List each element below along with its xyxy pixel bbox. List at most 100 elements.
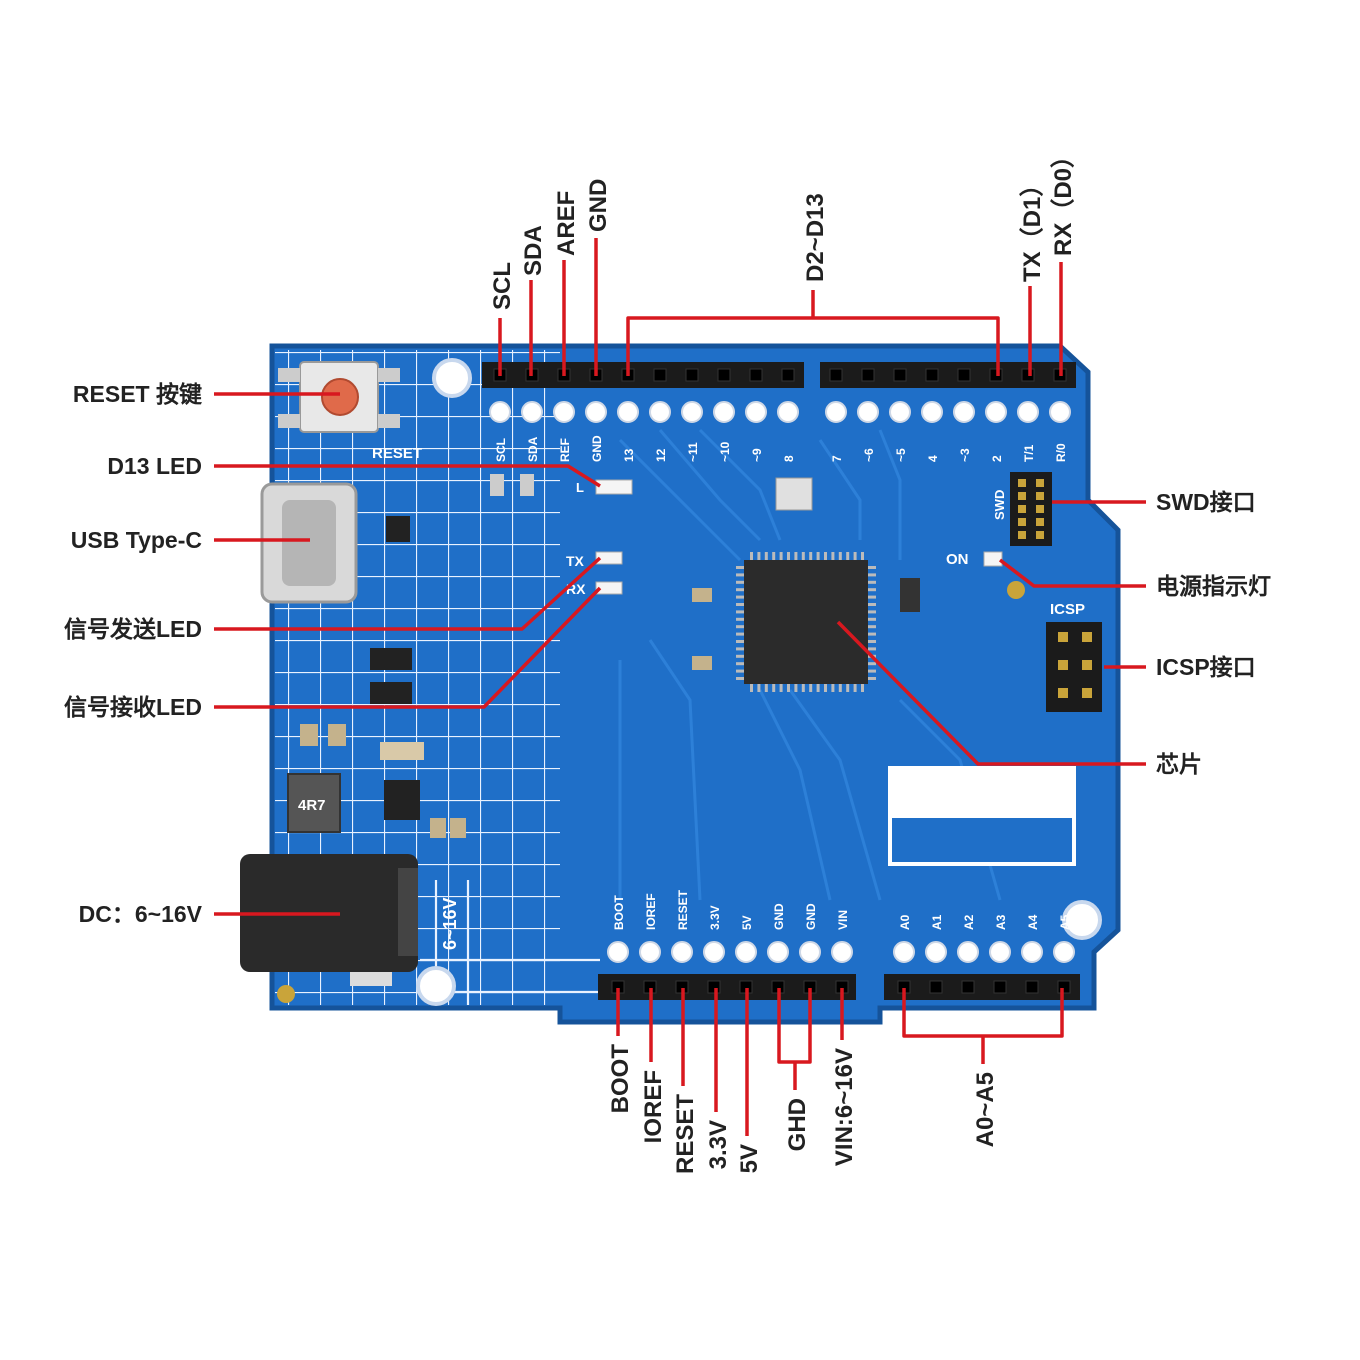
chip-pin <box>772 684 776 692</box>
chip-pin <box>736 647 744 651</box>
silk-reset: RESET <box>372 445 422 462</box>
chip-pin <box>801 552 805 560</box>
pin-silk-label: A4 <box>1026 914 1040 930</box>
label-vin: VIN:6~16V <box>831 1048 858 1166</box>
pin-silk-label: 13 <box>622 448 636 462</box>
pin-silk-label: 4 <box>926 455 940 462</box>
chip-pin <box>816 684 820 692</box>
pin-pad <box>889 401 911 423</box>
pin-pad <box>1021 941 1043 963</box>
pin-pad <box>489 401 511 423</box>
pin-pad <box>799 941 821 963</box>
label-d13-led: D13 LED <box>107 453 202 479</box>
label-ioref: IOREF <box>640 1070 667 1143</box>
chip-pin <box>736 677 744 680</box>
chip-pin <box>757 684 761 692</box>
chip-pin <box>736 588 744 592</box>
mount-hole <box>1007 581 1025 599</box>
reset-button[interactable] <box>278 361 400 433</box>
pin-silk-label: 5V <box>740 915 754 930</box>
pin-silk-label: A0 <box>898 914 912 930</box>
chip-pin <box>772 552 776 560</box>
pin-silk-label: REF <box>558 438 572 462</box>
label-tx-led: 信号发送LED <box>64 616 202 642</box>
chip-pin <box>868 580 876 584</box>
pin-silk-label: ~5 <box>894 448 908 462</box>
pcb-traces <box>618 428 1002 901</box>
swd-pin <box>1036 531 1044 539</box>
chip-pin <box>736 662 744 666</box>
pin-pad <box>521 401 543 423</box>
swd-header <box>1010 472 1052 546</box>
chip-pin <box>787 552 790 560</box>
chip-pin <box>868 677 876 680</box>
header-pin <box>717 368 731 382</box>
top-pads <box>489 401 1071 423</box>
header-top-right <box>820 362 1076 388</box>
pin-silk-label: 8 <box>782 455 796 462</box>
pin-silk-label: RESET <box>676 889 690 930</box>
chip-pin <box>736 566 744 569</box>
pin-silk-label: T/1 <box>1022 444 1036 462</box>
icsp-pin <box>1058 660 1068 670</box>
pin-pad <box>671 941 693 963</box>
chip-pin <box>736 654 744 658</box>
mount-hole <box>1062 900 1102 940</box>
chip-pin <box>816 552 820 560</box>
header-pin <box>781 368 795 382</box>
chip-pin <box>779 552 783 560</box>
chip-pin <box>736 610 744 614</box>
label-5v: 5V <box>736 1144 763 1173</box>
header-bottom-power <box>598 974 856 1000</box>
header-pin <box>829 368 843 382</box>
swd-pin <box>1036 518 1044 526</box>
pin-silk-label: 7 <box>830 455 844 462</box>
chip-pin <box>736 625 744 629</box>
chip-pin <box>853 684 857 692</box>
chip-pin <box>846 552 850 560</box>
label-sda: SDA <box>520 225 547 276</box>
pin-pad <box>1053 941 1075 963</box>
header-pin <box>989 368 1003 382</box>
chip-pin <box>736 632 744 636</box>
silk-l: L <box>576 480 584 495</box>
chip-pin <box>831 684 835 692</box>
label-aref: AREF <box>553 191 580 256</box>
pin-pad <box>825 401 847 423</box>
label-d2-d13: D2~D13 <box>802 193 829 282</box>
chip-pin <box>861 684 864 692</box>
icsp-pin <box>1082 660 1092 670</box>
callout-d13-led <box>214 464 601 488</box>
chip-pin <box>868 640 876 643</box>
swd-pin <box>1018 531 1026 539</box>
chip-pin <box>868 588 876 592</box>
pin-pad <box>553 401 575 423</box>
chip-pin <box>868 647 876 651</box>
swd-pin <box>1036 505 1044 513</box>
chip-pin <box>824 684 827 692</box>
pin-pad <box>921 401 943 423</box>
label-area-inner <box>892 818 1072 862</box>
tx-led <box>595 551 623 565</box>
icsp-pin <box>1082 688 1092 698</box>
header-pin <box>685 368 699 382</box>
icsp-pin <box>1058 688 1068 698</box>
chip-pin <box>838 552 842 560</box>
pin-pad <box>607 941 629 963</box>
label-chip: 芯片 <box>1156 751 1202 777</box>
chip-pin <box>868 610 876 614</box>
icsp-pin <box>1082 632 1092 642</box>
header-pin <box>749 368 763 382</box>
pin-silk-label: SDA <box>526 436 540 462</box>
pin-pad <box>777 401 799 423</box>
label-reset: RESET <box>672 1094 699 1174</box>
chip-pin <box>868 625 876 629</box>
silk-swd: SWD <box>992 490 1007 520</box>
header-pin <box>893 368 907 382</box>
callout-a0-a5 <box>902 988 1064 1064</box>
label-icsp: ICSP接口 <box>1156 654 1256 680</box>
mount-hole <box>277 985 295 1003</box>
pin-pad <box>831 941 853 963</box>
mount-hole <box>432 358 472 398</box>
